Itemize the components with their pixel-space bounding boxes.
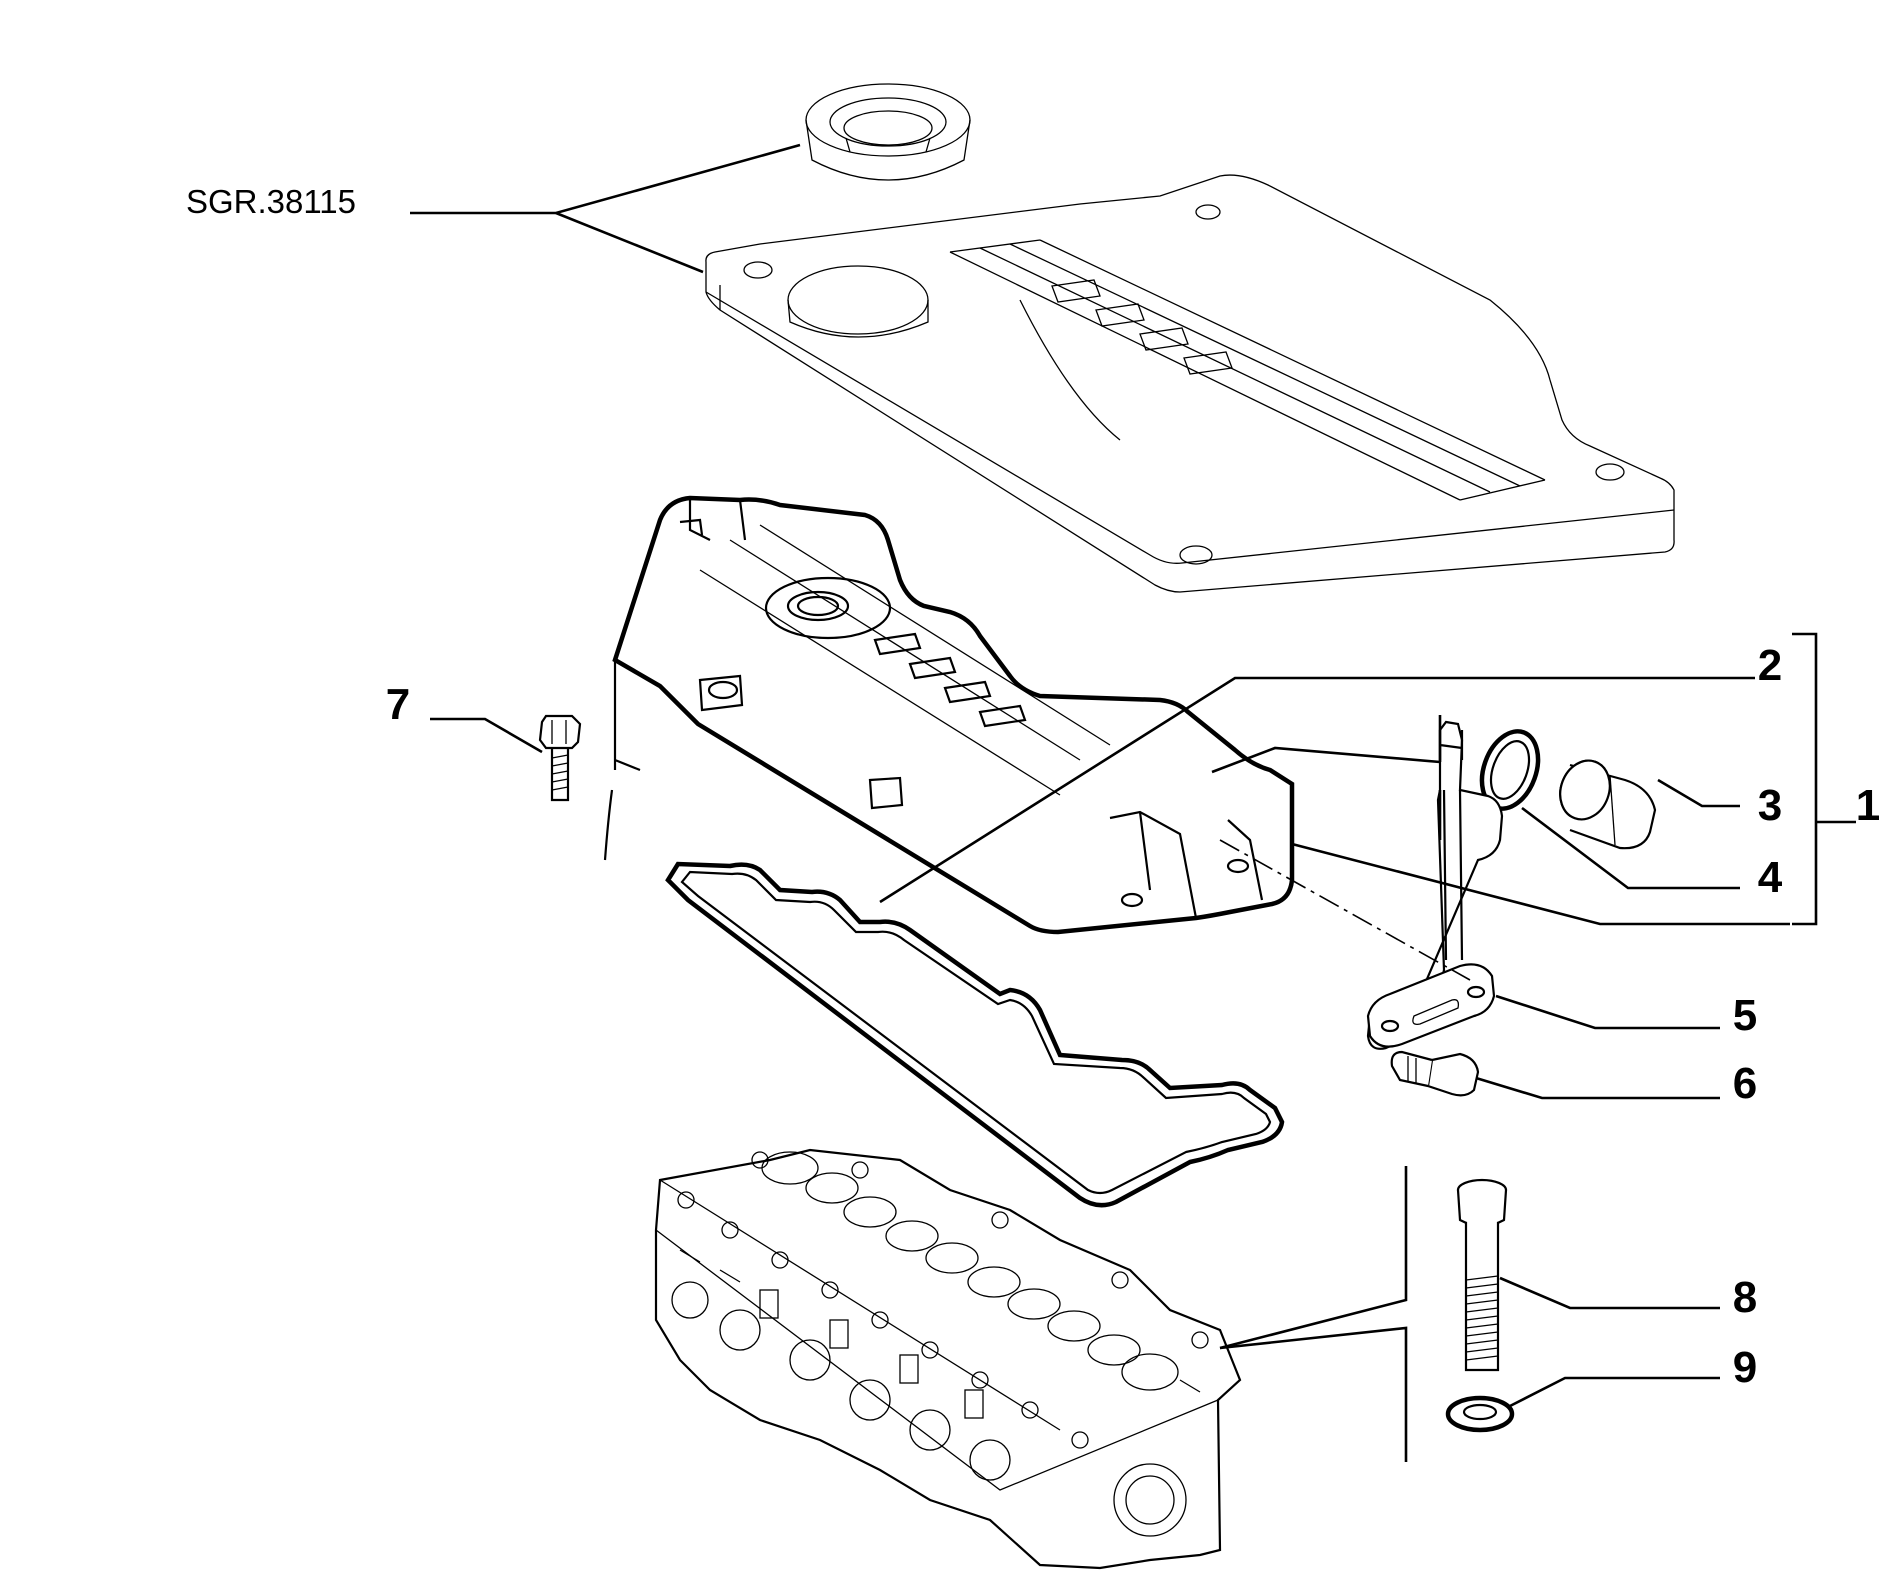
callout-4: 4 <box>1758 853 1783 902</box>
engine-cover-illustration <box>705 83 1675 593</box>
washer-9-illustration <box>1445 1395 1515 1433</box>
plug-3-illustration <box>1559 759 1657 850</box>
callout-3: 3 <box>1758 781 1782 830</box>
cylinder-head-illustration <box>654 1148 1242 1570</box>
reference-label-sgr: SGR.38115 <box>186 183 356 220</box>
alignment-centerline <box>1219 839 1471 981</box>
callout-9: 9 <box>1733 1343 1757 1392</box>
callout-1: 1 <box>1856 781 1880 830</box>
head-bolt-8-illustration <box>1456 1178 1508 1372</box>
bracket-5-illustration <box>1366 720 1504 1050</box>
valve-cover-gasket-illustration <box>665 861 1285 1208</box>
filler-grommet-illustration <box>805 83 971 181</box>
valve-cover-illustration <box>603 495 1295 935</box>
screw-6-illustration <box>1390 1050 1480 1097</box>
callout-2: 2 <box>1758 641 1782 690</box>
callout-7: 7 <box>386 680 410 729</box>
callout-8: 8 <box>1733 1273 1757 1322</box>
callout-6: 6 <box>1733 1059 1757 1108</box>
callout-5: 5 <box>1733 991 1757 1040</box>
leader-lines <box>410 143 1856 1462</box>
bolt-7-illustration <box>538 714 582 802</box>
